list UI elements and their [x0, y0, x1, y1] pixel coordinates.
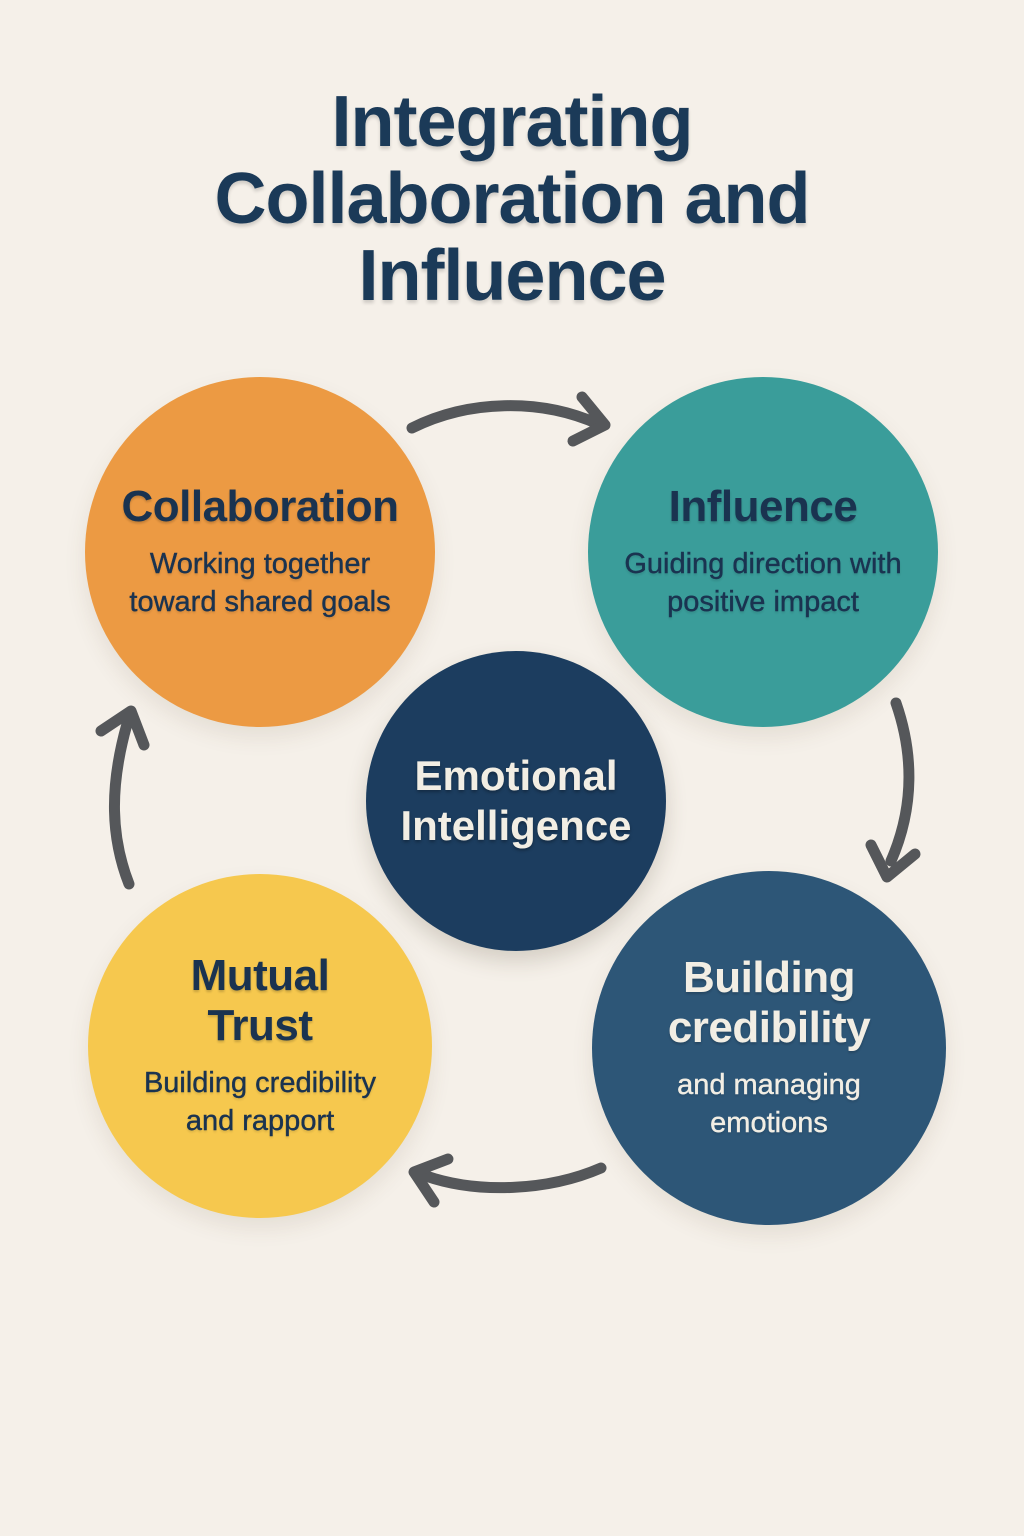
node-collaboration-subtitle: Working together toward shared goals [129, 548, 391, 619]
node-building-credibility-subtitle: and managing emotions [677, 1069, 861, 1140]
node-emotional-intelligence: Emotional Intelligence [366, 651, 666, 951]
node-collaboration: Collaboration Working together toward sh… [85, 377, 435, 727]
node-building-credibility-title: Building credibility [667, 953, 871, 1053]
node-influence-subtitle: Guiding direction with positive impact [624, 548, 902, 619]
arrow-right-icon [406, 391, 611, 447]
node-collaboration-title: Collaboration [121, 482, 399, 532]
node-building-credibility: Building credibility and managing emotio… [592, 871, 946, 1225]
arrow-up-icon [95, 705, 150, 890]
node-influence-title: Influence [668, 482, 858, 532]
node-influence: Influence Guiding direction with positiv… [588, 377, 938, 727]
page-title: Integrating Collaboration and Influence [214, 82, 811, 317]
node-mutual-trust-title: Mutual Trust [190, 951, 330, 1051]
node-mutual-trust-subtitle: Building credibility and rapport [143, 1067, 377, 1138]
arrow-down-icon [865, 697, 921, 883]
node-mutual-trust: Mutual Trust Building credibility and ra… [88, 874, 432, 1218]
node-emotional-intelligence-label: Emotional Intelligence [400, 751, 632, 849]
arrow-left-icon [408, 1153, 607, 1208]
